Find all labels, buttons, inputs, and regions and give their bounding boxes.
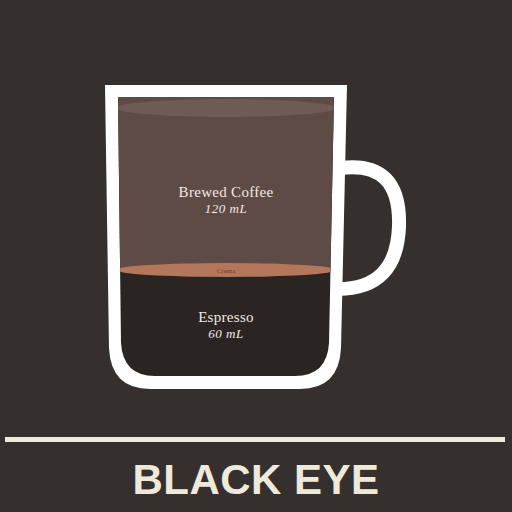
coffee-band: Crema xyxy=(170,266,282,275)
espresso-layer xyxy=(110,90,350,390)
mug-handle xyxy=(338,167,399,289)
coffee-surface xyxy=(116,99,336,117)
divider-line xyxy=(5,437,505,442)
layer-name: Crema xyxy=(217,267,236,275)
brewed-coffee-layer xyxy=(110,90,350,270)
layer-name: Espresso xyxy=(198,308,254,326)
coffee-band: Espresso60 mL xyxy=(122,296,330,354)
drink-title: BLACK EYE xyxy=(0,456,512,504)
coffee-band: Brewed Coffee120 mL xyxy=(122,150,330,250)
crema-layer xyxy=(116,263,336,277)
layer-volume: 60 mL xyxy=(208,326,243,342)
layer-volume: 120 mL xyxy=(205,201,247,217)
layer-name: Brewed Coffee xyxy=(179,183,274,201)
